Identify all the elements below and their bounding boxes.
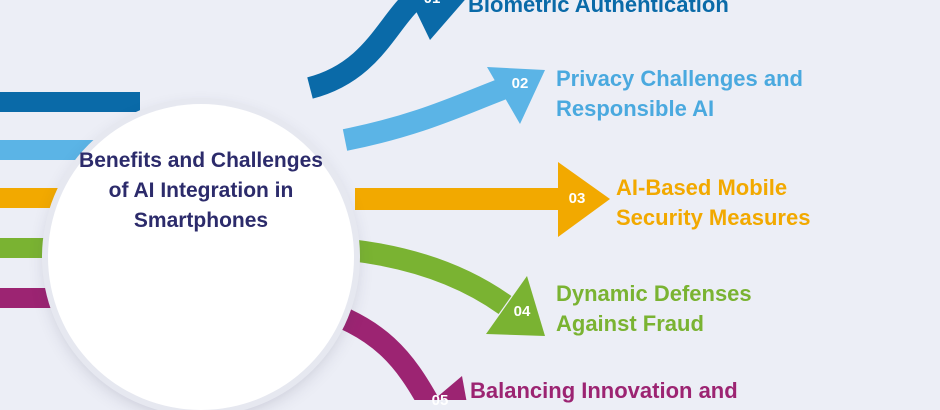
- center-title: Benefits and Challenges of AI Integratio…: [79, 149, 323, 232]
- bar-01: [0, 92, 140, 112]
- arrow-01: [306, 0, 431, 99]
- bar-02: [0, 140, 110, 160]
- item-label-02: Privacy Challenges and Responsible AI: [556, 66, 803, 121]
- item-num-04: 04: [513, 303, 531, 320]
- arrows-diagram: [0, 0, 610, 400]
- arrow-02: [342, 77, 509, 151]
- item-label-05: Balancing Innovation and: [470, 378, 738, 403]
- item-label-01: Biometric Authentication: [468, 0, 729, 17]
- arrowhead-05: [433, 376, 467, 400]
- arrowhead-01: [410, 0, 465, 40]
- item-num-03: 03: [568, 190, 586, 207]
- item-num-05: 05: [431, 392, 449, 409]
- item-num-01: 01: [412, 0, 452, 7]
- item-num-02: 02: [511, 75, 529, 92]
- arrowhead-03: [558, 162, 610, 237]
- item-label-04: Dynamic Defenses Against Fraud: [556, 281, 752, 336]
- arrow-04: [348, 239, 512, 315]
- item-label-03: AI-Based Mobile Security Measures: [616, 175, 811, 230]
- center-circle: [48, 104, 354, 410]
- arrowhead-02: [487, 67, 545, 124]
- arrowhead-04: [486, 276, 545, 336]
